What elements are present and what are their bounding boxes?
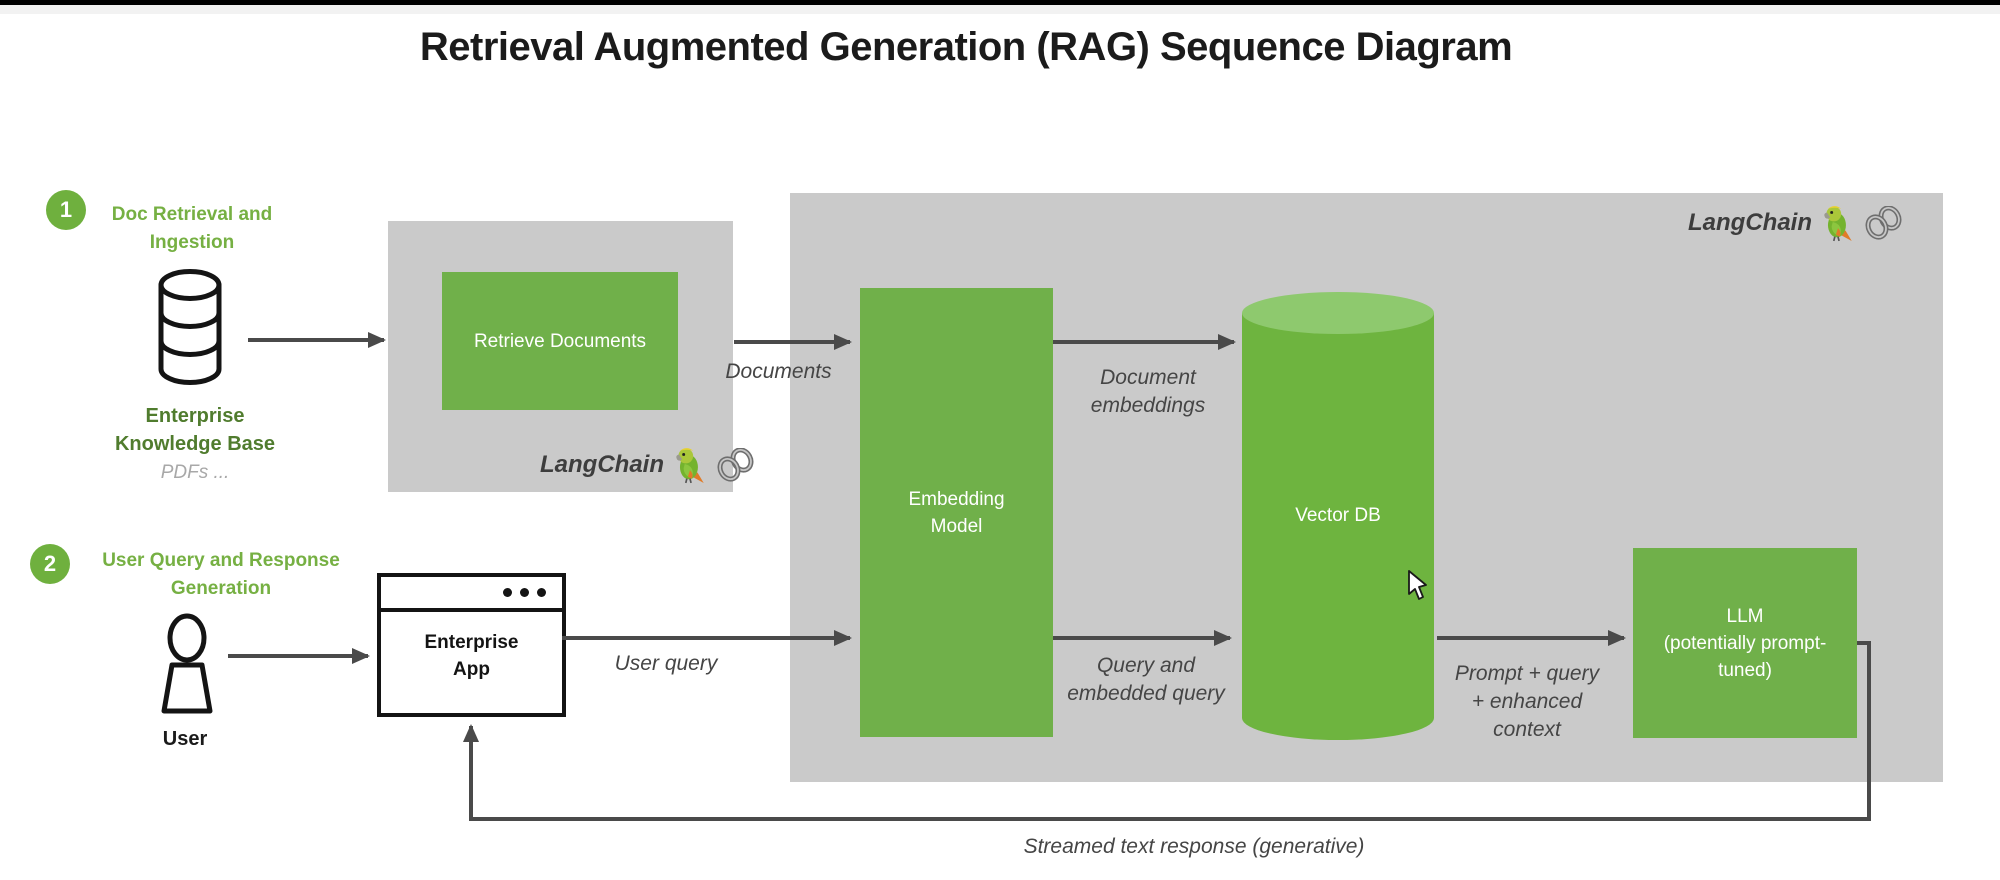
- edge-label-query-embedded-line-1: Query and: [1096, 654, 1196, 677]
- llm-box: LLM (potentially prompt- tuned): [1633, 548, 1857, 738]
- database-icon: [158, 269, 222, 385]
- mouse-cursor-icon: [1408, 570, 1427, 600]
- step-1-heading-line-2: Ingestion: [149, 232, 235, 253]
- step-1-heading: Doc Retrieval and Ingestion: [68, 201, 316, 257]
- window-dot-icon: [537, 588, 546, 597]
- edge-label-query-embedded-line-2: embedded query: [1067, 682, 1225, 705]
- edge-label-prompt-context-line-2: + enhanced: [1471, 690, 1583, 713]
- langchain-label-ingestion: LangChain: [540, 451, 664, 478]
- langchain-badge-main: LangChain: [1688, 204, 1904, 242]
- embedding-model-label-line-1: Embedding: [908, 488, 1005, 510]
- step-2-heading: User Query and Response Generation: [91, 547, 351, 603]
- step-2-number: 2: [43, 551, 57, 576]
- step-2-heading-line-1: User Query and Response: [102, 550, 340, 571]
- enterprise-app-label-line-2: App: [453, 658, 490, 680]
- edge-label-document-embeddings-line-2: embeddings: [1090, 394, 1206, 417]
- enterprise-app-label: Enterprise App: [381, 612, 562, 713]
- page-title: Retrieval Augmented Generation (RAG) Seq…: [419, 25, 1513, 69]
- edge-label-query-embedded: Query and embedded query: [1026, 652, 1266, 708]
- step-1-heading-line-1: Doc Retrieval and: [111, 204, 273, 225]
- edge-label-user-query: User query: [614, 652, 718, 675]
- edge-label-document-embeddings: Document embeddings: [1048, 364, 1248, 420]
- parrot-icon: [676, 448, 704, 484]
- llm-label-line-2: (potentially prompt-: [1663, 632, 1827, 654]
- user-icon: [161, 613, 213, 714]
- llm-label-line-1: LLM: [1726, 605, 1764, 627]
- step-1-badge: 1: [46, 190, 86, 230]
- edge-label-documents: Documents: [725, 360, 832, 383]
- edge-label-streamed-response: Streamed text response (generative): [1023, 835, 1365, 858]
- enterprise-app-label-line-1: Enterprise: [424, 631, 519, 653]
- enterprise-app-titlebar: [381, 577, 562, 612]
- llm-label-line-3: tuned): [1718, 659, 1772, 681]
- knowledge-base-label: Enterprise Knowledge Base: [75, 402, 315, 458]
- step-2-badge: 2: [30, 544, 70, 584]
- pdfs-note: PDFs ...: [160, 462, 230, 483]
- chain-icon: [717, 448, 754, 482]
- window-dot-icon: [520, 588, 529, 597]
- edge-label-prompt-context-line-1: Prompt + query: [1454, 662, 1600, 685]
- vector-db-cylinder: [1242, 292, 1434, 740]
- edge-label-prompt-context: Prompt + query + enhanced context: [1427, 660, 1627, 744]
- knowledge-base-label-line-2: Knowledge Base: [114, 433, 276, 455]
- knowledge-base-label-line-1: Enterprise: [145, 405, 245, 427]
- window-dot-icon: [503, 588, 512, 597]
- step-2-heading-line-2: Generation: [170, 578, 272, 599]
- vector-db-label: Vector DB: [1295, 505, 1381, 526]
- edge-label-document-embeddings-line-1: Document: [1100, 366, 1196, 389]
- retrieve-documents-label: Retrieve Documents: [473, 330, 647, 352]
- langchain-badge-ingestion: LangChain: [540, 446, 756, 484]
- top-light-strip: [0, 5, 2000, 14]
- enterprise-app-window: Enterprise App: [377, 573, 566, 717]
- retrieve-documents-box: Retrieve Documents: [442, 272, 678, 410]
- top-edge-bar: [0, 0, 2000, 5]
- step-1-number: 1: [59, 197, 73, 222]
- embedding-model-box: Embedding Model: [860, 288, 1053, 737]
- chain-icon: [1865, 206, 1902, 240]
- parrot-icon: [1824, 206, 1852, 242]
- langchain-label-main: LangChain: [1688, 209, 1812, 236]
- user-label: User: [162, 728, 208, 750]
- embedding-model-label-line-2: Model: [930, 515, 983, 537]
- edge-label-prompt-context-line-3: context: [1493, 718, 1561, 741]
